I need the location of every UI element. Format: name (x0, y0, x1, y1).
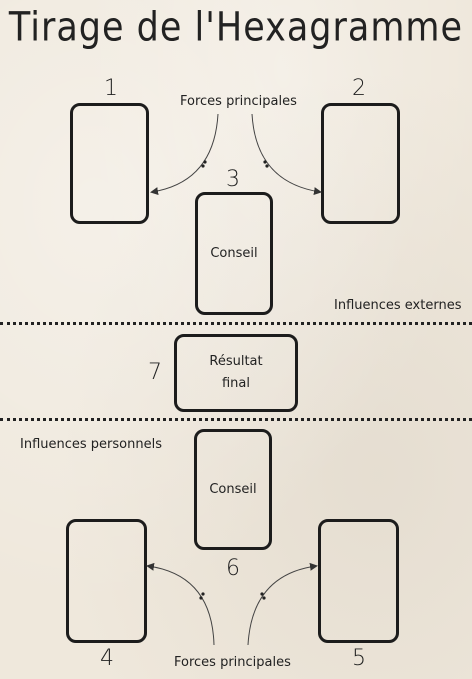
position-number-4: 4 (100, 646, 114, 671)
influences-externes-label: Influences externes (334, 298, 462, 313)
position-number-3: 3 (226, 167, 240, 192)
card-slot-3: Conseil (195, 192, 273, 315)
card-slot-7: Résultat final (174, 334, 298, 412)
position-number-6: 6 (226, 556, 240, 581)
card-6-label: Conseil (209, 481, 257, 497)
card-3-label: Conseil (210, 245, 258, 261)
arrow-to-card-2 (251, 113, 322, 196)
divider-top (0, 322, 472, 325)
influences-personnels-label: Influences personnels (20, 437, 162, 452)
forces-principales-top-label: Forces principales (180, 94, 297, 109)
position-number-1: 1 (104, 76, 118, 101)
page-title: Tirage de l'Hexagramme (8, 5, 464, 51)
arrow-to-card-4 (146, 562, 215, 646)
position-number-2: 2 (352, 76, 366, 101)
card-7-label-line2: final (221, 376, 250, 391)
card-slot-4 (66, 519, 147, 643)
position-number-7: 7 (148, 360, 162, 385)
divider-bottom (0, 418, 472, 421)
card-slot-6: Conseil (194, 429, 272, 550)
arrow-to-card-5 (247, 562, 318, 646)
card-slot-1 (70, 103, 149, 224)
position-number-5: 5 (352, 646, 366, 671)
arrow-to-card-1 (150, 113, 219, 195)
card-slot-2 (321, 103, 400, 224)
card-7-label-line1: Résultat (209, 354, 263, 369)
card-slot-5 (318, 519, 399, 643)
forces-principales-bottom-label: Forces principales (174, 655, 291, 670)
